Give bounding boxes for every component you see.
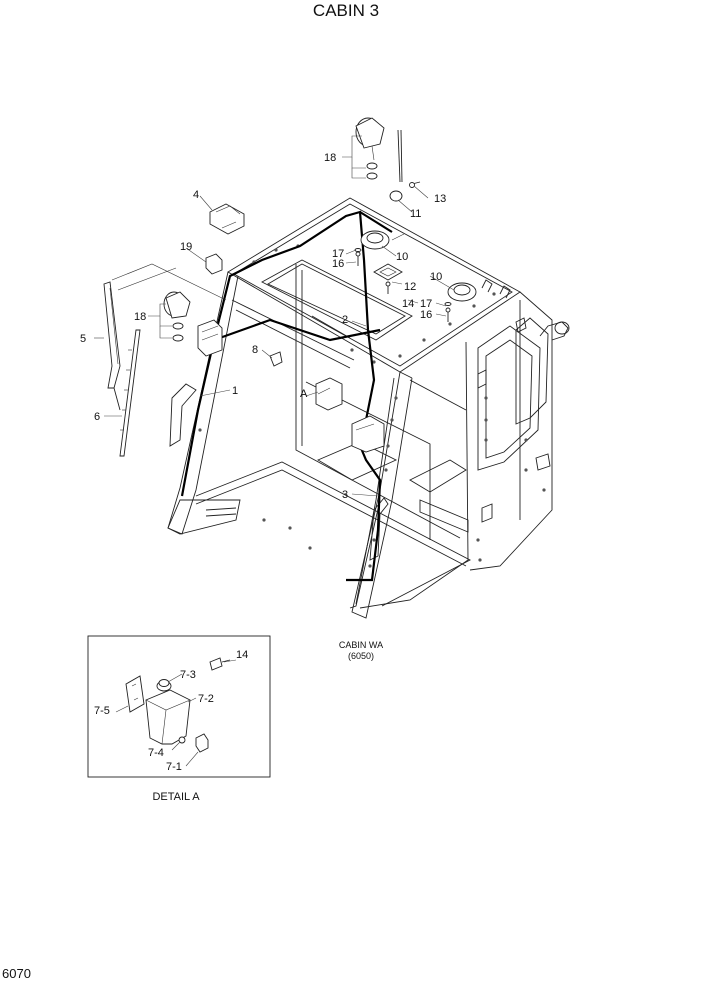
washer-tank-location xyxy=(315,377,343,411)
diagram-title: CABIN 3 xyxy=(313,1,379,20)
cabin-reference-name: CABIN WA xyxy=(339,640,383,650)
wiper-motor xyxy=(197,319,223,357)
detail-marker-a: A xyxy=(300,388,308,400)
callout-12: 12 xyxy=(404,281,416,293)
connector-19 xyxy=(205,253,223,275)
room-lamp xyxy=(373,263,403,281)
callout-3: 3 xyxy=(342,489,348,501)
detail-callout-7-4: 7-4 xyxy=(148,747,164,759)
callout-11: 11 xyxy=(410,208,421,220)
callout-6: 6 xyxy=(94,411,100,423)
leader-lines xyxy=(94,135,455,497)
callout-14: 14 xyxy=(402,298,414,310)
wiper-arm xyxy=(103,281,121,411)
speaker-left xyxy=(360,230,405,250)
detail-callout-7-2: 7-2 xyxy=(198,693,214,705)
callout-1: 1 xyxy=(232,385,238,397)
antenna xyxy=(389,129,403,202)
detail-callout-7-5: 7-5 xyxy=(94,705,110,717)
work-lamp-top xyxy=(355,117,385,180)
detail-a-caption: DETAIL A xyxy=(152,791,200,803)
callout-16-right: 16 xyxy=(420,309,432,321)
callout-17-right: 17 xyxy=(420,298,432,310)
bolt-13 xyxy=(409,181,421,188)
callout-4: 4 xyxy=(193,189,199,201)
detail-callout-7-1: 7-1 xyxy=(166,761,182,773)
rear-wiper-motor xyxy=(209,203,245,235)
wiring-harness xyxy=(180,210,393,582)
callout-18-left: 18 xyxy=(134,311,146,323)
detail-a-box: 14 7-3 7-2 7-5 7-4 7-1 xyxy=(87,635,271,778)
screws xyxy=(354,248,452,322)
callout-13: 13 xyxy=(434,193,446,205)
work-lamp-left xyxy=(163,291,191,342)
callout-16-left: 16 xyxy=(332,258,344,270)
callout-19: 19 xyxy=(180,241,192,253)
callout-5: 5 xyxy=(80,333,86,345)
wiper-blade xyxy=(119,329,141,457)
callout-17-left: 17 xyxy=(332,248,344,260)
callout-8: 8 xyxy=(252,344,258,356)
callout-10-left: 10 xyxy=(396,251,408,263)
cabin-frame xyxy=(167,197,570,619)
cabin-reference-page: (6050) xyxy=(348,651,374,661)
callout-labels: 18 11 13 4 19 17 16 10 10 12 14 17 16 2 … xyxy=(80,152,446,501)
callout-2: 2 xyxy=(342,314,348,326)
detail-callout-14: 14 xyxy=(236,649,248,661)
control-box xyxy=(351,415,385,453)
clip-8 xyxy=(269,351,283,367)
callout-10-right: 10 xyxy=(430,271,442,283)
detail-callout-7-3: 7-3 xyxy=(180,669,196,681)
speaker-right xyxy=(447,282,477,302)
page-number: 6070 xyxy=(2,966,31,981)
callout-18-top: 18 xyxy=(324,152,336,164)
